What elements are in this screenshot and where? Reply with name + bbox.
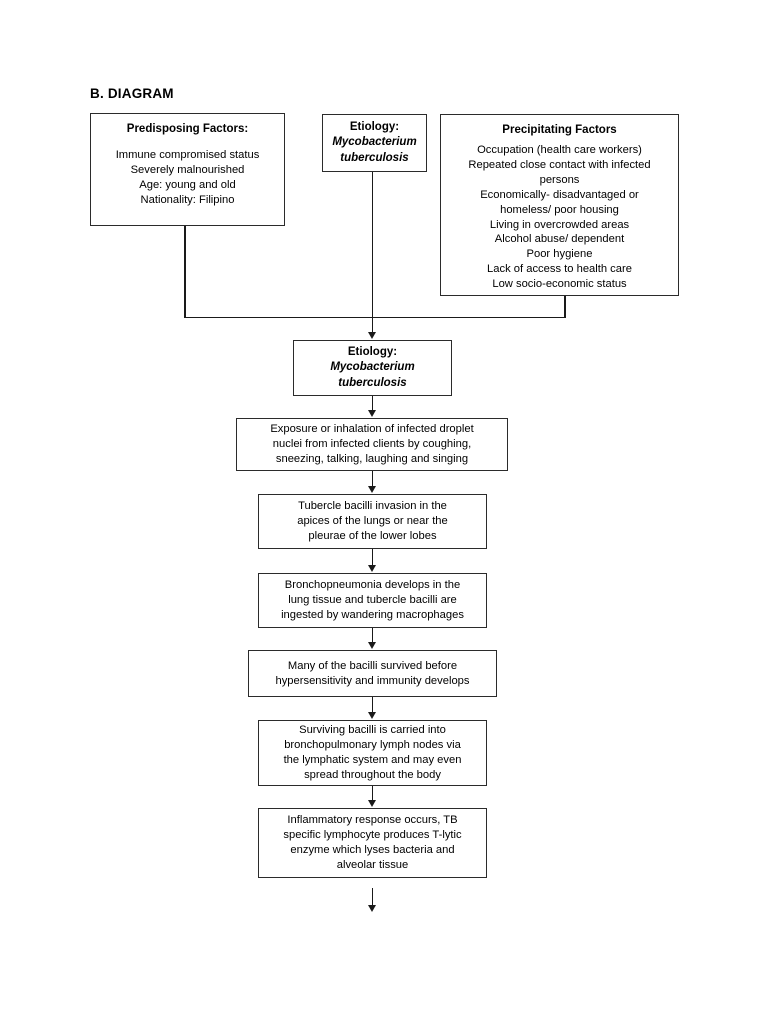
arrowhead-to-surviving [367, 712, 376, 719]
list-item: Occupation (health care workers) [477, 144, 642, 157]
tubercle-bacilli-text: Tubercle bacilli invasion in the apices … [297, 499, 448, 544]
list-item: Nationality: Filipino [140, 193, 235, 206]
etiology-top-organism-line1: Mycobacterium [332, 136, 417, 149]
predisposing-factors-list: Immune compromised status Severely malno… [116, 148, 260, 208]
predisposing-factors-box: Predisposing Factors: Immune compromised… [90, 113, 285, 226]
arrowhead-to-tubercle [367, 486, 376, 493]
list-item: Low socio-economic status [492, 278, 627, 291]
precipitating-factors-box: Precipitating Factors Occupation (health… [440, 114, 679, 296]
arrowhead-to-bronchopneumonia [367, 565, 376, 572]
list-item: persons [539, 173, 580, 186]
text-line: Tubercle bacilli invasion in the [298, 500, 447, 513]
text-line: Surviving bacilli is carried into [299, 724, 446, 737]
bronchopneumonia-box: Bronchopneumonia develops in the lung ti… [258, 573, 487, 628]
list-item: Age: young and old [139, 178, 236, 191]
etiology-main-title: Etiology: [347, 346, 398, 359]
text-line: Exposure or inhalation of infected dropl… [270, 423, 474, 436]
surviving-bacilli-box: Surviving bacilli is carried into bronch… [258, 720, 487, 786]
etiology-top-box: Etiology: Mycobacterium tuberculosis [322, 114, 427, 172]
arrowhead-to-inflammatory [367, 800, 376, 807]
arrowhead-outflow [367, 905, 376, 912]
etiology-top-organism-line2: tuberculosis [340, 151, 409, 164]
connector-surviving-to-inflammatory [371, 786, 373, 801]
connector-etiology-to-exposure [371, 396, 373, 411]
arrowhead-to-many-bacilli [367, 642, 376, 649]
precipitating-factors-title: Precipitating Factors [502, 124, 617, 136]
text-line: ingested by wandering macrophages [281, 608, 464, 621]
predisposing-factors-title: Predisposing Factors: [126, 123, 249, 135]
list-item: Severely malnourished [130, 164, 245, 177]
text-line: Inflammatory response occurs, TB [287, 814, 458, 827]
text-line: spread throughout the body [304, 768, 441, 781]
connector-bronchopneumonia-to-many-bacilli [371, 628, 373, 643]
connector-exposure-to-tubercle [371, 471, 373, 487]
connector-precipitating-drop [564, 296, 566, 317]
etiology-main-organism-line1: Mycobacterium [330, 361, 415, 374]
list-item: Repeated close contact with infected [468, 158, 651, 171]
text-line: sneezing, talking, laughing and singing [275, 452, 469, 465]
text-line: nuclei from infected clients by coughing… [272, 438, 472, 451]
many-bacilli-survived-box: Many of the bacilli survived before hype… [248, 650, 497, 697]
surviving-bacilli-text: Surviving bacilli is carried into bronch… [284, 723, 462, 783]
text-line: apices of the lungs or near the [297, 515, 448, 528]
list-item: Economically- disadvantaged or [480, 188, 639, 201]
etiology-main-box: Etiology: Mycobacterium tuberculosis [293, 340, 452, 396]
arrowhead-to-etiology-main [367, 332, 376, 339]
exposure-text: Exposure or inhalation of infected dropl… [270, 422, 473, 467]
list-item: Alcohol abuse/ dependent [494, 233, 625, 246]
text-line: pleurae of the lower lobes [308, 529, 437, 542]
connector-many-bacilli-to-surviving [371, 697, 373, 713]
inflammatory-response-box: Inflammatory response occurs, TB specifi… [258, 808, 487, 878]
text-line: Many of the bacilli survived before [287, 659, 458, 672]
bronchopneumonia-text: Bronchopneumonia develops in the lung ti… [281, 578, 464, 623]
text-line: Bronchopneumonia develops in the [284, 579, 461, 592]
list-item: Lack of access to health care [487, 263, 632, 276]
text-line: bronchopulmonary lymph nodes via [284, 739, 461, 752]
text-line: the lymphatic system and may even [283, 754, 462, 766]
list-item: Poor hygiene [526, 248, 593, 261]
list-item: Immune compromised status [115, 149, 260, 162]
text-line: enzyme which lyses bacteria and [290, 844, 455, 856]
text-line: alveolar tissue [336, 858, 409, 871]
tubercle-bacilli-box: Tubercle bacilli invasion in the apices … [258, 494, 487, 549]
text-line: specific lymphocyte produces T-lytic [283, 829, 462, 842]
list-item: Living in overcrowded areas [489, 218, 630, 231]
connector-merge-bar [184, 316, 566, 318]
connector-inflammatory-outflow [371, 888, 373, 906]
connector-predisposing-drop [184, 226, 186, 318]
list-item: homeless/ poor housing [500, 203, 619, 216]
text-line: lung tissue and tubercle bacilli are [288, 594, 457, 607]
many-bacilli-text: Many of the bacilli survived before hype… [275, 659, 469, 689]
connector-etiology-top-drop [371, 172, 373, 333]
etiology-top-title: Etiology: [349, 121, 400, 134]
inflammatory-response-text: Inflammatory response occurs, TB specifi… [283, 813, 461, 873]
connector-tubercle-to-bronchopneumonia [371, 549, 373, 566]
etiology-main-organism-line2: tuberculosis [338, 376, 407, 389]
precipitating-factors-list: Occupation (health care workers) Repeate… [468, 143, 650, 292]
page-title: B. DIAGRAM [90, 86, 174, 101]
exposure-box: Exposure or inhalation of infected dropl… [236, 418, 508, 471]
arrowhead-to-exposure [367, 410, 376, 417]
text-line: hypersensitivity and immunity develops [275, 674, 470, 687]
